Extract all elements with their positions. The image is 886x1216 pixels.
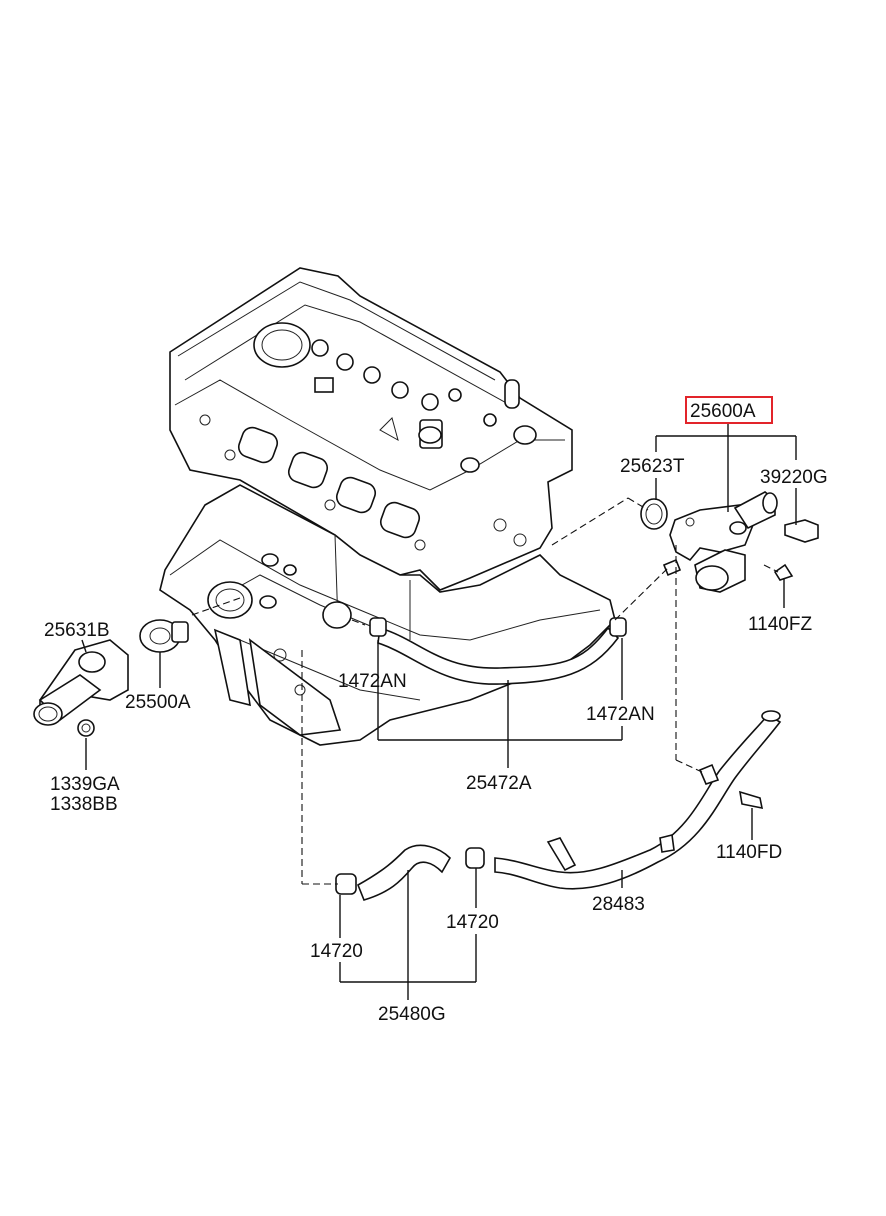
- label-hose-lower[interactable]: 25480G: [378, 1004, 446, 1025]
- label-nut-bb[interactable]: 1338BB: [50, 794, 118, 815]
- label-bolt-fd[interactable]: 1140FD: [716, 842, 782, 863]
- engine-assembly-illustration: [159, 267, 616, 746]
- label-pipe[interactable]: 28483: [592, 894, 645, 915]
- upper-hose-illustration: [369, 617, 627, 685]
- water-outlet-fitting-illustration: [640, 491, 819, 593]
- label-assembly[interactable]: 25600A: [690, 401, 756, 422]
- label-clamp-an-left[interactable]: 1472AN: [338, 671, 407, 692]
- label-gasket[interactable]: 25623T: [620, 456, 685, 477]
- label-clamp-an-right[interactable]: 1472AN: [586, 704, 655, 725]
- label-thermostat[interactable]: 25500A: [125, 692, 191, 713]
- label-clamp-left[interactable]: 14720: [310, 941, 363, 962]
- leader-lines: [81, 422, 797, 1000]
- label-clamp-right[interactable]: 14720: [446, 912, 499, 933]
- lower-hose-illustration: [335, 844, 485, 901]
- label-housing[interactable]: 25631B: [44, 620, 110, 641]
- label-bolt-fz[interactable]: 1140FZ: [748, 614, 812, 635]
- label-nut-ga[interactable]: 1339GA: [50, 774, 120, 795]
- coolant-pipe-illustration: [494, 710, 782, 890]
- thermostat-housing-illustration: [33, 619, 189, 737]
- label-hose-upper[interactable]: 25472A: [466, 773, 532, 794]
- label-sensor[interactable]: 39220G: [760, 467, 828, 488]
- assembly-highlight-box: [685, 396, 773, 424]
